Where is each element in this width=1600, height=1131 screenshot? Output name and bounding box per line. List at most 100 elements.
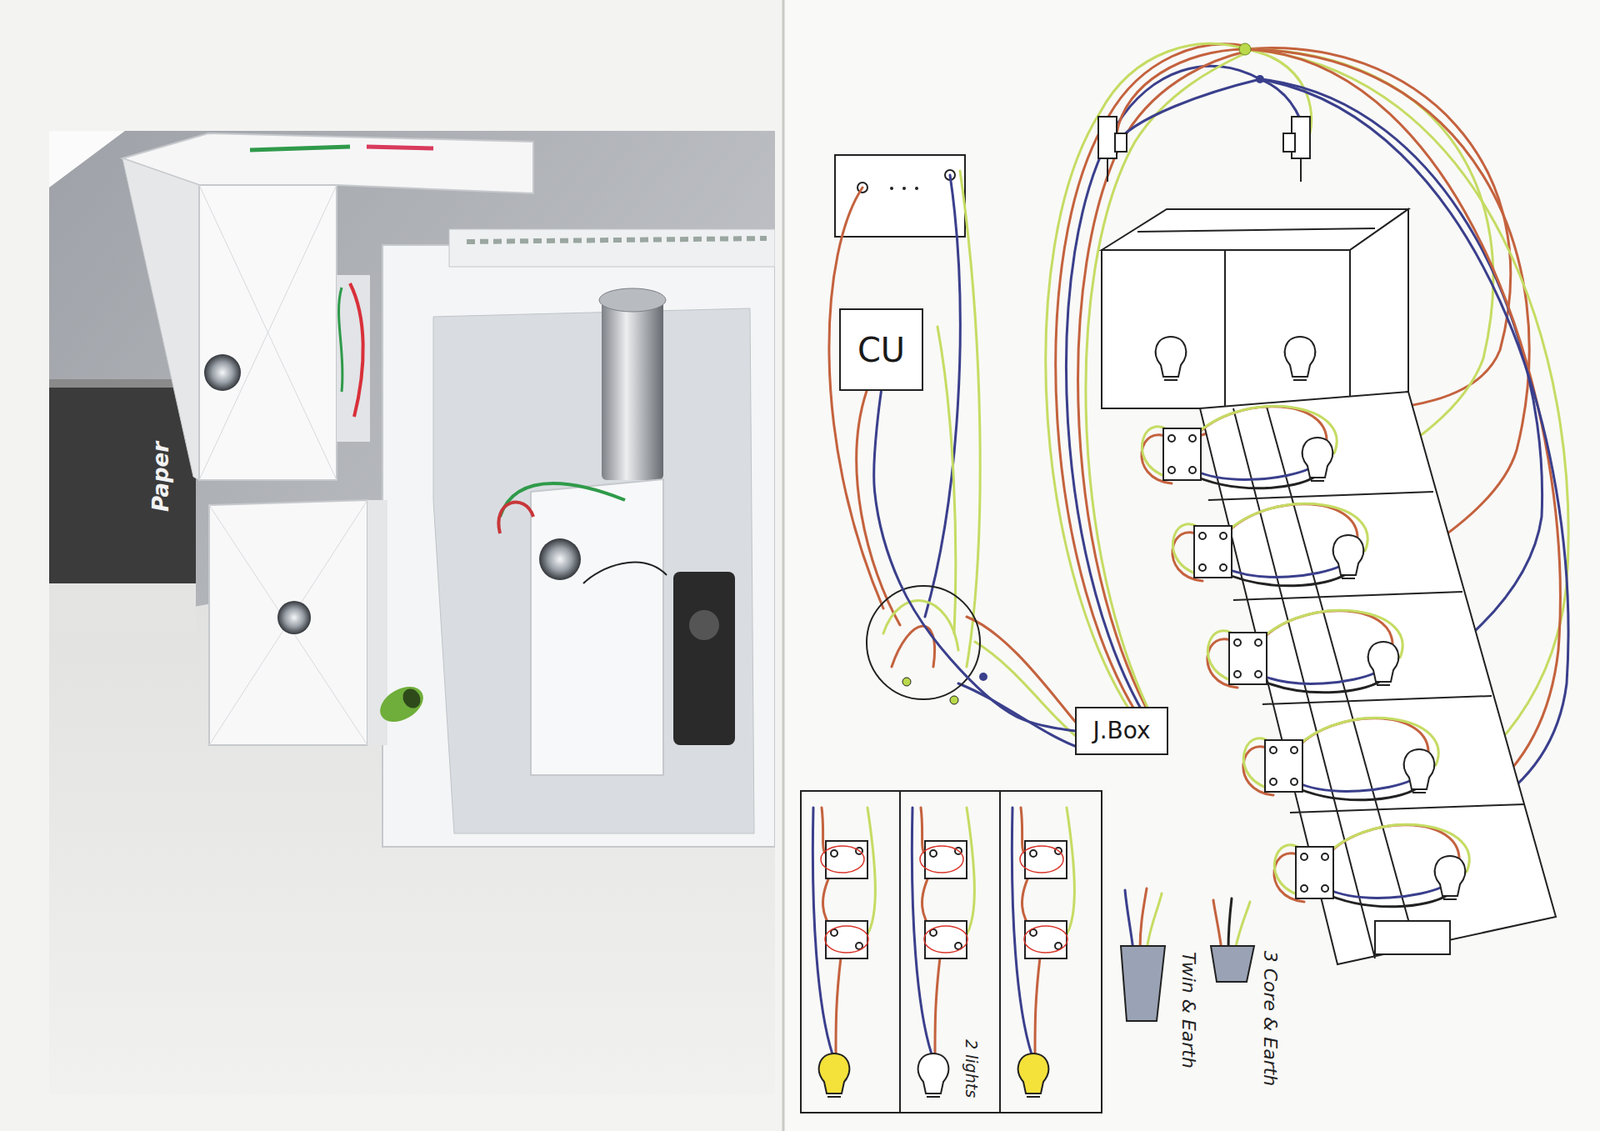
wiring-illustration [1172,503,1368,585]
cabinet-sketch [1224,250,1226,409]
pendant-light [1098,116,1117,159]
consumer-unit-box: CU [839,308,924,391]
cabinet-sketch [1266,406,1417,950]
box-label: J.Box [1092,718,1150,745]
left-page [0,0,784,1131]
circuit-panel [1018,1053,1049,1097]
switch-plate [835,155,965,237]
cabinet-sketch [1101,250,1350,409]
circuit-panel [800,790,1102,1113]
cabinet-sketch [1200,391,1556,965]
cabinet-sketch [1285,336,1315,380]
model-photo [599,288,666,312]
wires [1113,79,1260,146]
cable-sketch [1228,898,1232,950]
model-photo [277,600,311,635]
switch-plate [902,186,906,190]
wire-connector [874,390,1075,731]
model-photo [209,500,368,745]
pendant-light [1115,133,1127,152]
model-photo [399,685,424,712]
wiring-illustration [1274,824,1470,906]
cable-sketch [1120,888,1255,1021]
model-photo [382,245,775,847]
model-photo [449,229,775,267]
model-photo [350,283,364,417]
wiring-illustration [1141,405,1337,488]
junction-dot [1255,75,1265,84]
wires [856,390,900,625]
model-photo [49,583,196,634]
model-photo [122,158,200,480]
model-photo [250,146,350,150]
circuit-panel [911,807,975,1055]
wires [975,641,1077,737]
cabinet-sketch [1155,336,1186,380]
wiring-illustration [950,695,959,705]
pendant-light [1106,158,1109,182]
model-photo [199,185,337,480]
switch-plate [890,186,894,190]
switch-plate [835,155,965,237]
cabinet-sketch [1375,920,1450,955]
cable-sketch [1146,893,1162,950]
cabinet-sketch [1350,209,1409,409]
model-photo [336,275,370,442]
model-photo [374,679,430,729]
cable-sketch [1235,901,1250,950]
book-title: Paper [149,441,174,512]
model-photo [199,185,337,480]
note-text: Twin & Earth [1178,951,1199,1069]
cable-sketch [1120,945,1165,1021]
pendant-light [1300,158,1302,182]
model-photo [689,610,720,640]
box-label: CU [857,331,905,369]
cable-sketch [1125,890,1134,950]
cabinet-sketch [1262,695,1492,705]
junction-dot [1239,43,1251,55]
circuit-panel [1011,807,1075,1055]
circuit-panel [918,1053,949,1097]
wires [829,187,884,609]
wiring-illustration [1207,610,1403,692]
model-photo [209,500,368,745]
model-photo [673,571,735,745]
model-photo [583,562,667,584]
cabinet-sketch [1137,228,1375,232]
junction-box: J.Box [1075,706,1169,755]
wires [960,170,980,667]
right-page [783,0,1600,1131]
cable-sketch [1213,900,1222,950]
model-photo [466,238,767,242]
model-photo [498,502,534,534]
tape [49,130,125,188]
note-text: 2 lights [963,1039,981,1098]
pendant-light [1098,116,1310,182]
cabinet-sketch [1101,209,1556,965]
model-photo [49,130,775,1095]
model-photo [500,483,625,517]
circuit-panel [812,807,875,1055]
pendant-light [1283,133,1295,152]
circuit-panel [899,790,901,1113]
model-photo [433,308,755,834]
cabinet-sketch [1290,804,1525,813]
cabinet-sketch [1208,491,1434,500]
circuit-panel [819,1053,850,1097]
model-photo [338,287,343,392]
note-text: 3 Core & Earth [1260,950,1280,1087]
wires [1116,49,1245,134]
circuit-panel [999,790,1001,1113]
model-photo [199,185,337,480]
junction-box [866,585,980,700]
cable-sketch [1140,888,1147,950]
page-fold [782,0,785,1131]
model-photo [601,295,664,480]
wires [937,326,956,634]
model-photo [204,354,241,391]
switch-plate [915,186,919,190]
